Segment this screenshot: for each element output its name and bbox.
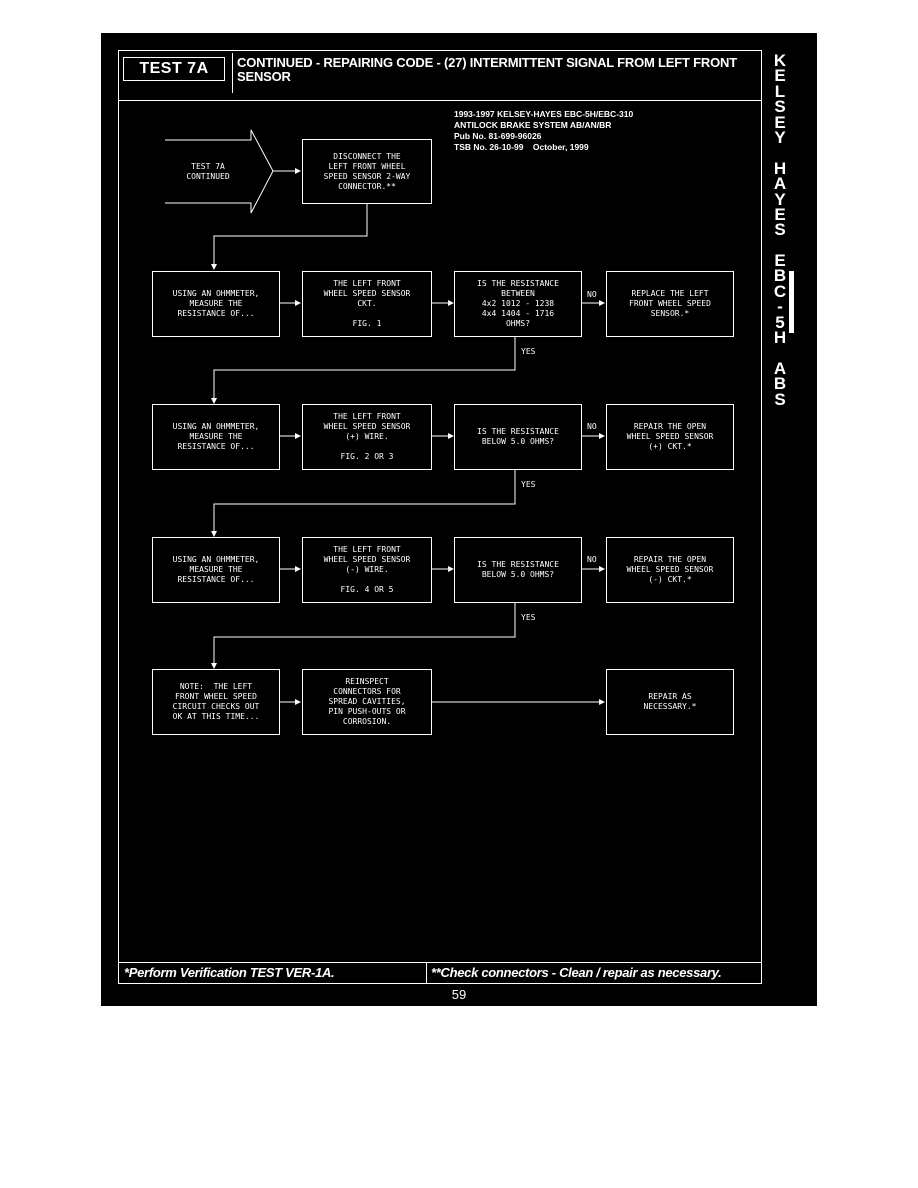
publication-line: ANTILOCK BRAKE SYSTEM AB/AN/BR	[454, 120, 612, 130]
row3-yes-label: YES	[521, 613, 536, 622]
row1-action-box: USING AN OHMMETER, MEASURE THE RESISTANC…	[152, 271, 280, 337]
row4-reinspect-label: REINSPECT CONNECTORS FOR SPREAD CAVITIES…	[328, 677, 406, 726]
row3-result-box: REPAIR THE OPEN WHEEL SPEED SENSOR (-) C…	[606, 537, 734, 603]
row3-result-label: REPAIR THE OPEN WHEEL SPEED SENSOR (-) C…	[626, 555, 714, 584]
row1-yes-label: YES	[521, 347, 536, 356]
row2-yes-label: YES	[521, 480, 536, 489]
brand-letter: B	[773, 266, 787, 286]
row1-question-label: IS THE RESISTANCE BETWEEN 4x2 1012 - 123…	[477, 279, 559, 328]
header-divider	[232, 53, 233, 93]
brand-letter: A	[773, 358, 787, 378]
row4-note-label: NOTE: THE LEFT FRONT WHEEL SPEED CIRCUIT…	[172, 682, 260, 721]
row4-note-box: NOTE: THE LEFT FRONT WHEEL SPEED CIRCUIT…	[152, 669, 280, 735]
brand-letter: B	[773, 374, 787, 394]
row1-no-label: NO	[587, 290, 597, 299]
row2-target-label: THE LEFT FRONT WHEEL SPEED SENSOR (+) WI…	[323, 412, 411, 461]
row3-target-box: THE LEFT FRONT WHEEL SPEED SENSOR (-) WI…	[302, 537, 432, 603]
row4-result-label: REPAIR AS NECESSARY.*	[643, 692, 697, 711]
row2-action-label: USING AN OHMMETER, MEASURE THE RESISTANC…	[172, 422, 260, 451]
row3-no-label: NO	[587, 555, 597, 564]
row2-result-label: REPAIR THE OPEN WHEEL SPEED SENSOR (+) C…	[626, 422, 714, 451]
row4-result-box: REPAIR AS NECESSARY.*	[606, 669, 734, 735]
brand-letter: C	[773, 281, 787, 301]
section-marker-bar	[789, 271, 794, 333]
row3-action-box: USING AN OHMMETER, MEASURE THE RESISTANC…	[152, 537, 280, 603]
brand-letter: E	[774, 66, 786, 86]
row2-no-label: NO	[587, 422, 597, 431]
row2-question-label: IS THE RESISTANCE BELOW 5.0 OHMS?	[477, 427, 559, 446]
footer-rule	[119, 962, 761, 963]
row4-reinspect-box: REINSPECT CONNECTORS FOR SPREAD CAVITIES…	[302, 669, 432, 735]
connector-footnote: **Check connectors - Clean / repair as n…	[431, 965, 722, 980]
manual-page: TEST 7A CONTINUED - REPAIRING CODE - (27…	[101, 33, 817, 1006]
brand-letter: S	[774, 220, 786, 240]
row1-result-box: REPLACE THE LEFT FRONT WHEEL SPEED SENSO…	[606, 271, 734, 337]
footer-divider	[426, 962, 427, 984]
row2-question-box: IS THE RESISTANCE BELOW 5.0 OHMS?	[454, 404, 582, 470]
publication-info: 1993-1997 KELSEY-HAYES EBC-5H/EBC-310 AN…	[454, 109, 754, 153]
page-frame: TEST 7A CONTINUED - REPAIRING CODE - (27…	[118, 50, 762, 984]
brand-letter: 5	[775, 312, 785, 332]
flowchart-connectors	[165, 129, 605, 705]
brand-letter: A	[773, 174, 787, 194]
verification-footnote: *Perform Verification TEST VER-1A.	[124, 965, 335, 980]
connector-row2-row3	[211, 470, 516, 537]
test-badge: TEST 7A	[123, 57, 225, 81]
brand-letter: -	[777, 297, 783, 317]
page-title: CONTINUED - REPAIRING CODE - (27) INTERM…	[237, 55, 737, 84]
row2-result-box: REPAIR THE OPEN WHEEL SPEED SENSOR (+) C…	[606, 404, 734, 470]
brand-letter: K	[773, 51, 787, 70]
brand-letter: E	[774, 112, 786, 132]
brand-letter: H	[773, 328, 787, 348]
disconnect-box: DISCONNECT THE LEFT FRONT WHEEL SPEED SE…	[302, 139, 432, 204]
row1-result-label: REPLACE THE LEFT FRONT WHEEL SPEED SENSO…	[629, 289, 711, 318]
brand-letter: Y	[774, 189, 786, 209]
start-box: TEST 7A CONTINUED	[167, 143, 249, 201]
connector-row3-row4	[211, 603, 516, 669]
row2-target-box: THE LEFT FRONT WHEEL SPEED SENSOR (+) WI…	[302, 404, 432, 470]
row1-action-label: USING AN OHMMETER, MEASURE THE RESISTANC…	[172, 289, 260, 318]
row1-question-box: IS THE RESISTANCE BETWEEN 4x2 1012 - 123…	[454, 271, 582, 337]
row1-target-label: THE LEFT FRONT WHEEL SPEED SENSOR CKT. F…	[323, 279, 411, 328]
row2-action-box: USING AN OHMMETER, MEASURE THE RESISTANC…	[152, 404, 280, 470]
brand-letter: S	[774, 389, 786, 409]
brand-letter: E	[774, 204, 786, 224]
brand-letter: L	[774, 81, 786, 101]
connector-row1-row2	[211, 337, 516, 404]
row3-action-label: USING AN OHMMETER, MEASURE THE RESISTANC…	[172, 555, 260, 584]
header-rule	[119, 100, 761, 101]
page-number: 59	[451, 987, 467, 1002]
publication-line: Pub No. 81-699-96026	[454, 131, 542, 141]
publication-line: 1993-1997 KELSEY-HAYES EBC-5H/EBC-310	[454, 109, 634, 119]
row3-question-label: IS THE RESISTANCE BELOW 5.0 OHMS?	[477, 560, 559, 579]
connector-disconnect-row1	[211, 204, 368, 270]
publication-line: TSB No. 26-10-99 October, 1999	[454, 142, 589, 152]
start-label: TEST 7A CONTINUED	[186, 162, 230, 181]
disconnect-label: DISCONNECT THE LEFT FRONT WHEEL SPEED SE…	[323, 151, 411, 191]
row1-target-box: THE LEFT FRONT WHEEL SPEED SENSOR CKT. F…	[302, 271, 432, 337]
brand-letter: S	[774, 97, 786, 117]
row3-question-box: IS THE RESISTANCE BELOW 5.0 OHMS?	[454, 537, 582, 603]
brand-letter: H	[773, 158, 787, 178]
brand-letter: Y	[774, 127, 786, 147]
row3-target-label: THE LEFT FRONT WHEEL SPEED SENSOR (-) WI…	[323, 545, 411, 594]
brand-letter: E	[774, 251, 786, 271]
